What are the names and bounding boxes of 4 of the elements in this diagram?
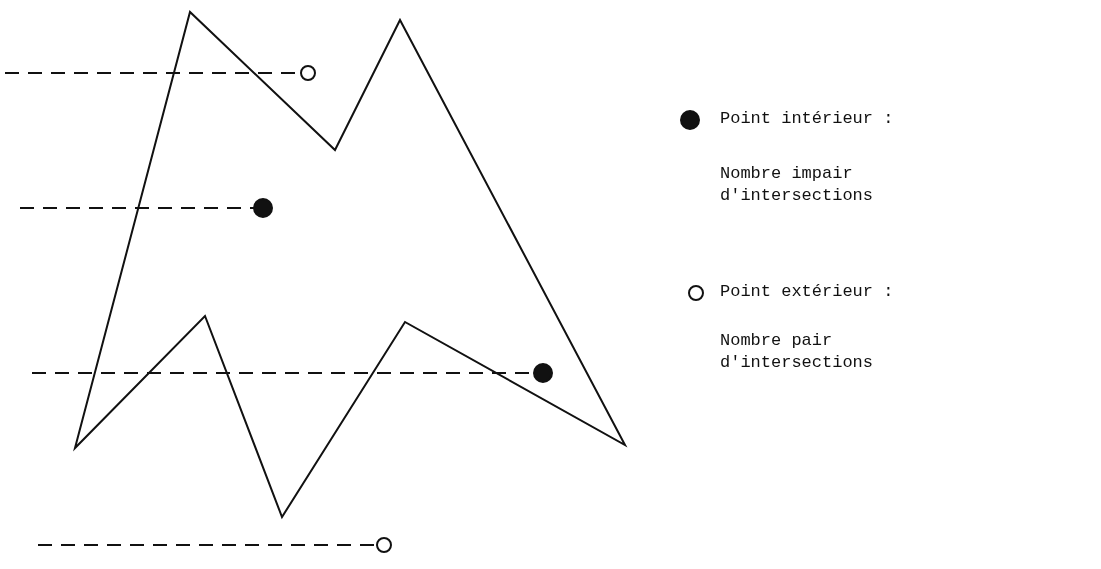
legend-label: Point intérieur :	[720, 108, 894, 130]
description-text: Nombre impair d'intersections	[720, 163, 875, 207]
legend-label: Point extérieur :	[720, 281, 894, 303]
description-text: Nombre pair d'intersections	[720, 330, 875, 374]
